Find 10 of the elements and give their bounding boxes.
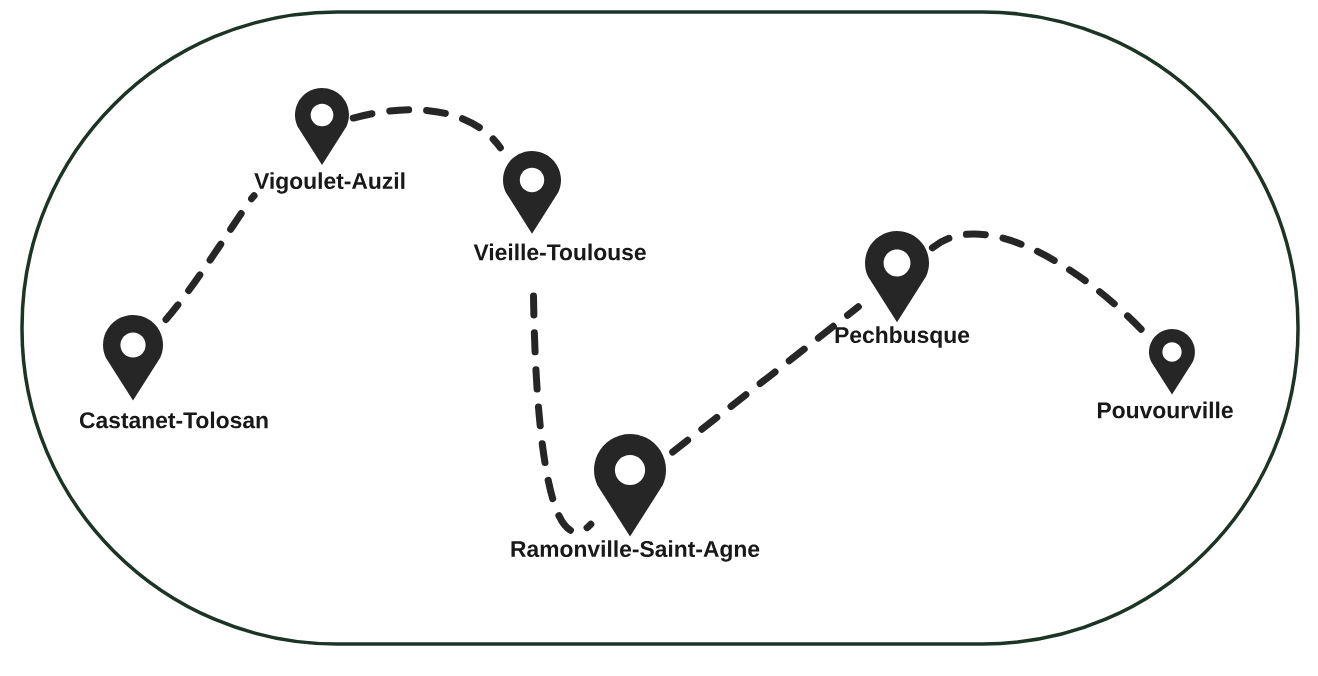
dashed-route-line xyxy=(530,292,595,535)
dashed-route-line xyxy=(162,192,258,323)
dashed-route-line xyxy=(669,303,862,456)
place-name: Ramonville-Saint-Agne xyxy=(511,540,760,562)
place-name: Pechbusque xyxy=(835,326,970,348)
place-name: Vigoulet-Auzil xyxy=(254,172,405,194)
place-name: Vieille-Toulouse xyxy=(473,243,646,261)
place-name: Pouvourville xyxy=(1097,401,1233,419)
place-name: Castanet-Tolosan xyxy=(79,411,268,429)
dashed-route-line xyxy=(349,106,504,152)
